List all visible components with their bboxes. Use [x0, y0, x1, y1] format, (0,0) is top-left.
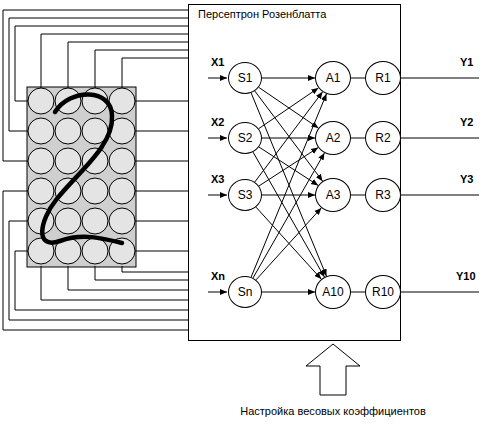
connection-line	[251, 94, 326, 277]
connection-line	[262, 195, 315, 196]
sensor-cell	[109, 178, 135, 204]
neuron-label: A10	[322, 285, 343, 299]
input-signal-label: Xn	[211, 270, 225, 282]
connection-line	[351, 195, 365, 196]
sensor-cell	[55, 148, 81, 174]
connection-line	[256, 208, 321, 280]
x-input-arrows	[208, 78, 227, 292]
neuron-circle: S1	[228, 62, 262, 94]
neuron-circle: A10	[315, 275, 351, 309]
neuron-label: R10	[372, 285, 394, 299]
box-title: Персептрон Розенблатта	[198, 8, 326, 20]
connection-line	[262, 78, 315, 79]
output-signal-label: Y2	[460, 116, 473, 128]
sensor-cell	[28, 88, 54, 114]
sensor-cell	[82, 238, 108, 264]
neuron-label: A3	[326, 188, 341, 202]
digit-stroke	[42, 94, 122, 243]
tuning-arrow	[306, 344, 360, 395]
connection-line	[351, 292, 365, 293]
connection-line	[255, 92, 323, 182]
neuron-label: A2	[326, 131, 341, 145]
connection-line	[255, 91, 323, 181]
perceptron-box: Персептрон РозенблаттаS1S2S3Sn A1A2A3A10 R…	[188, 4, 401, 341]
sensor-cell	[55, 208, 81, 234]
input-signal-label: X3	[211, 173, 224, 185]
connection-line	[256, 207, 321, 279]
input-signal-label: X1	[211, 56, 224, 68]
sensor-cell	[55, 178, 81, 204]
neuron-label: R1	[375, 71, 390, 85]
retina-panel	[27, 87, 136, 267]
connection-line	[259, 88, 319, 129]
sensor-cell	[109, 148, 135, 174]
connection-line	[262, 292, 315, 293]
connection-line	[351, 78, 365, 79]
neuron-circle: S3	[228, 179, 262, 211]
neuron-circle: A3	[315, 178, 351, 212]
input-signal-label: X2	[211, 116, 224, 128]
sensor-cell	[82, 208, 108, 234]
sensor-cell	[82, 178, 108, 204]
sensor-cell	[28, 148, 54, 174]
neuron-circle: R2	[365, 121, 401, 155]
sensor-cell	[28, 178, 54, 204]
neuron-label: S3	[238, 188, 253, 202]
sensor-cell	[55, 118, 81, 144]
sensor-cell	[109, 208, 135, 234]
neuron-circle: R1	[365, 61, 401, 95]
sensor-cell	[82, 148, 108, 174]
neuron-label: R3	[375, 188, 390, 202]
neuron-label: S2	[238, 131, 253, 145]
sensor-cell	[28, 118, 54, 144]
output-lines	[401, 78, 479, 292]
connection-line	[253, 153, 324, 278]
neuron-circle: R10	[365, 275, 401, 309]
input-wires	[3, 10, 188, 330]
output-signal-label: Y3	[460, 173, 473, 185]
connection-line	[251, 93, 326, 276]
sensor-grid	[28, 88, 135, 264]
neuron-circle: S2	[228, 122, 262, 154]
neuron-circle: R3	[365, 178, 401, 212]
neuron-label: A1	[326, 71, 341, 85]
neuron-label: S1	[238, 71, 253, 85]
neuron-circle: Sn	[228, 276, 262, 308]
connection-line	[351, 138, 365, 139]
neuron-circle: A1	[315, 61, 351, 95]
note-text: Настройка весовых коэффициентов	[240, 405, 426, 417]
neuron-circle: A2	[315, 121, 351, 155]
output-signal-label: Y10	[456, 270, 476, 282]
neuron-label: Sn	[238, 285, 253, 299]
output-signal-label: Y1	[460, 56, 473, 68]
neuron-label: R2	[375, 131, 390, 145]
